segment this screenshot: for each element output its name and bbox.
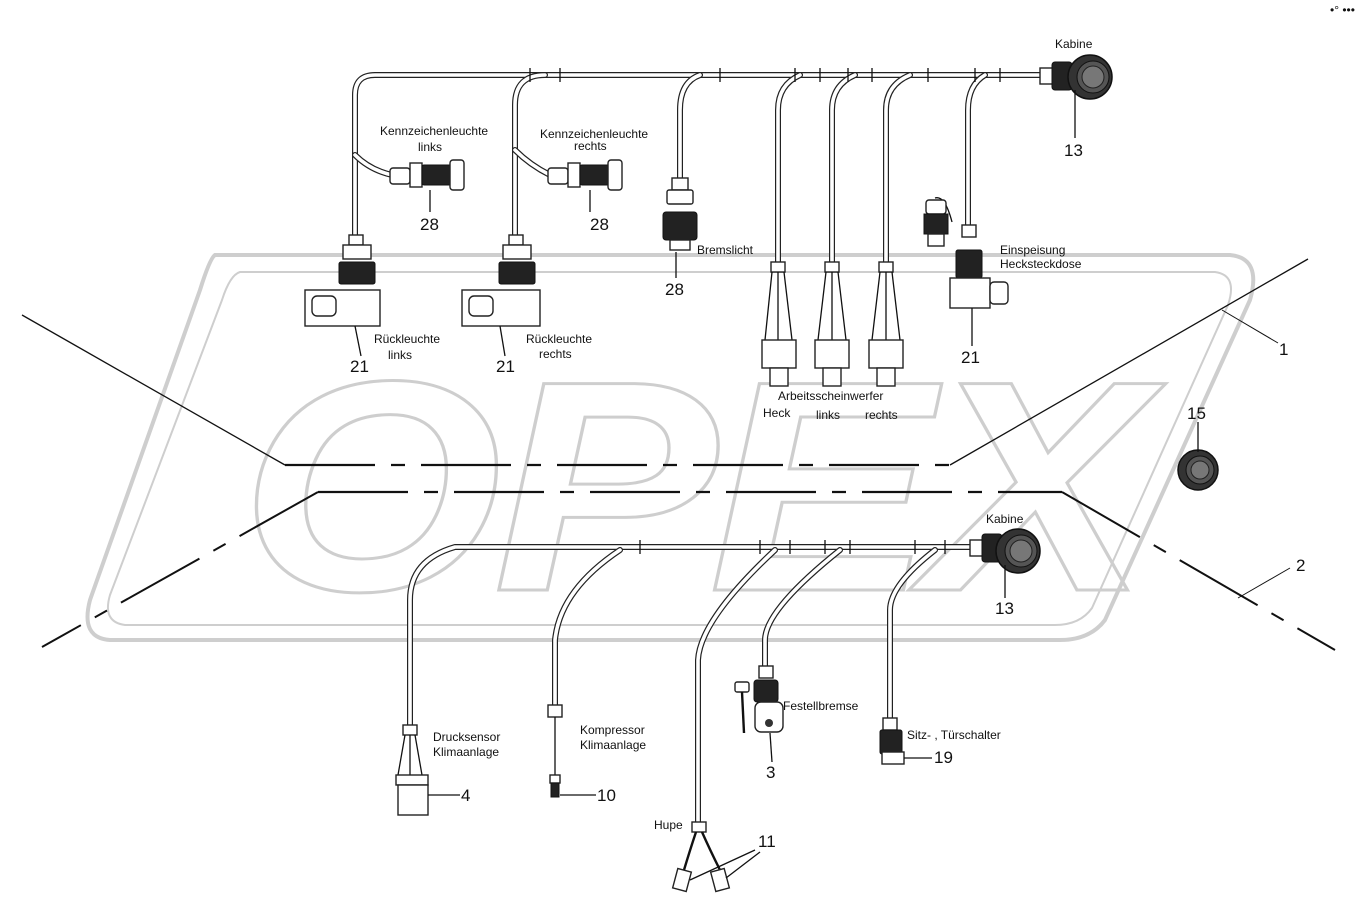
label-rueckleuchte-links-2: links bbox=[388, 348, 412, 362]
label-kennzeichen-rechts-1: Kennzeichenleuchte bbox=[540, 127, 648, 141]
callout-13-bottom: 13 bbox=[995, 599, 1014, 618]
callout-11: 11 bbox=[758, 832, 776, 851]
callout-leaders bbox=[354, 90, 1199, 881]
compressor-connector bbox=[547, 704, 563, 798]
parking-brake-switch bbox=[734, 665, 784, 734]
label-kabine-bottom: Kabine bbox=[986, 512, 1024, 526]
corner-mark: •° ••• bbox=[1330, 3, 1355, 17]
bottom-harness bbox=[407, 540, 978, 825]
callout-10: 10 bbox=[597, 786, 616, 805]
callout-15: 15 bbox=[1187, 404, 1206, 423]
label-sitz-tuerschalter: Sitz- , Türschalter bbox=[907, 728, 1001, 742]
label-arbeitsscheinwerfer: Arbeitsscheinwerfer bbox=[778, 389, 883, 403]
callout-1: 1 bbox=[1279, 340, 1288, 359]
callout-28-right: 28 bbox=[590, 215, 609, 234]
license-plate-lamp-right bbox=[547, 159, 623, 191]
label-kennzeichen-rechts-2: rechts bbox=[574, 139, 607, 153]
label-hupe: Hupe bbox=[654, 818, 683, 832]
label-links: links bbox=[816, 408, 840, 422]
callout-21-left: 21 bbox=[350, 357, 369, 376]
label-einspeisung-1: Einspeisung bbox=[1000, 243, 1065, 257]
label-rueckleuchte-rechts-2: rechts bbox=[539, 347, 572, 361]
label-kennzeichen-links-1: Kennzeichenleuchte bbox=[380, 124, 488, 138]
label-bremslicht: Bremslicht bbox=[697, 243, 754, 257]
label-kennzeichen-links-2: links bbox=[418, 140, 442, 154]
tail-light-right bbox=[461, 234, 541, 327]
label-kompressor-2: Klimaanlage bbox=[580, 738, 646, 752]
label-rueckleuchte-links-1: Rückleuchte bbox=[374, 332, 440, 346]
seat-door-switch bbox=[879, 717, 905, 765]
label-rueckleuchte-rechts-1: Rückleuchte bbox=[526, 332, 592, 346]
pressure-sensor-connector bbox=[395, 724, 429, 816]
label-kompressor-1: Kompressor bbox=[580, 723, 645, 737]
watermark: OPEX bbox=[85, 253, 1256, 656]
callout-numbers: 13 13 28 28 28 21 21 21 1 2 15 4 10 3 19… bbox=[350, 141, 1305, 851]
callout-28-brake: 28 bbox=[665, 280, 684, 299]
callout-4: 4 bbox=[461, 786, 470, 805]
work-light-connectors bbox=[761, 261, 904, 387]
label-heck: Heck bbox=[763, 406, 791, 420]
callout-2: 2 bbox=[1296, 556, 1305, 575]
watermark-text: OPEX bbox=[240, 318, 1166, 654]
tail-light-left bbox=[304, 234, 381, 327]
callout-3: 3 bbox=[766, 763, 775, 782]
callout-19: 19 bbox=[934, 748, 953, 767]
label-rechts: rechts bbox=[865, 408, 898, 422]
callout-13-top: 13 bbox=[1064, 141, 1083, 160]
cabin-connector-loose bbox=[1177, 449, 1219, 491]
brake-light-connector bbox=[662, 177, 698, 251]
labels: Kabine Kabine Kennzeichenleuchte links K… bbox=[374, 37, 1093, 832]
rear-socket-feed bbox=[923, 197, 1009, 309]
callout-21-socket: 21 bbox=[961, 348, 980, 367]
label-drucksensor-2: Klimaanlage bbox=[433, 745, 499, 759]
label-einspeisung-2: Hecksteckdose bbox=[1000, 257, 1082, 271]
horn-connectors bbox=[671, 821, 731, 893]
cabin-connector-bottom bbox=[969, 528, 1041, 574]
label-kabine-top: Kabine bbox=[1055, 37, 1093, 51]
license-plate-lamp-left bbox=[389, 159, 465, 191]
top-harness bbox=[352, 68, 1048, 265]
frame-lines bbox=[21, 258, 1336, 651]
callout-28-left: 28 bbox=[420, 215, 439, 234]
cabin-connector-top bbox=[1039, 54, 1113, 100]
callout-21-right: 21 bbox=[496, 357, 515, 376]
label-drucksensor-1: Drucksensor bbox=[433, 730, 500, 744]
label-festellbremse: Festellbremse bbox=[783, 699, 859, 713]
